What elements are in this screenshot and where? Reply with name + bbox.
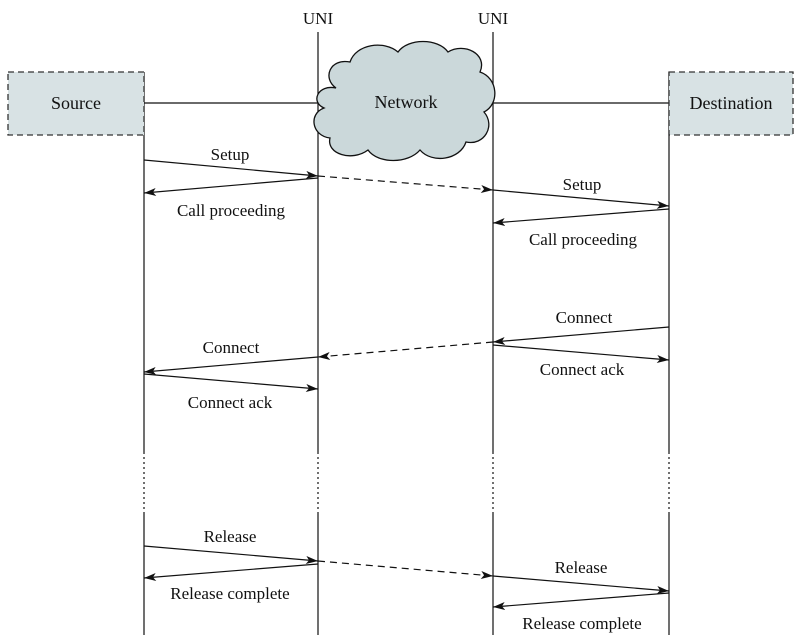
source-label: Source [51, 93, 101, 113]
msg-setup-1: Setup [211, 145, 250, 164]
msg-release-complete-1: Release complete [170, 584, 289, 603]
arrow-release-complete-2 [492, 592, 670, 611]
arrow-call-proceeding-2 [492, 208, 670, 227]
msg-call-proceeding-2: Call proceeding [529, 230, 638, 249]
msg-connect-ack-2: Connect ack [540, 360, 625, 379]
destination-label: Destination [690, 93, 773, 113]
arrow-connect-ack-2 [492, 344, 670, 363]
source-box [7, 71, 145, 136]
msg-connect-ack-1: Connect ack [188, 393, 273, 412]
arrow-connect-1 [143, 356, 319, 375]
arrow-setup-2 [492, 189, 670, 209]
arrow-call-proceeding-1 [143, 177, 319, 196]
arrow-setup-1 [143, 159, 319, 179]
arrow-connect-2 [492, 326, 670, 345]
arrow-release-1 [143, 545, 319, 564]
msg-connect-1: Connect [203, 338, 260, 357]
arrow-release-complete-1 [143, 563, 319, 582]
msg-connect-2: Connect [556, 308, 613, 327]
msg-release-2: Release [555, 558, 608, 577]
arrow-release-network [317, 560, 494, 579]
msg-release-1: Release [204, 527, 257, 546]
arrow-connect-network [317, 341, 494, 360]
msg-call-proceeding-1: Call proceeding [177, 201, 286, 220]
uni-label-right: UNI [478, 9, 509, 28]
destination-box [668, 71, 794, 136]
msg-setup-2: Setup [563, 175, 602, 194]
arrow-setup-network [317, 175, 494, 194]
uni-label-left: UNI [303, 9, 334, 28]
msg-release-complete-2: Release complete [522, 614, 641, 633]
arrow-release-2 [492, 575, 670, 594]
network-cloud [313, 40, 496, 162]
network-label: Network [375, 92, 438, 112]
arrow-connect-ack-1 [143, 373, 319, 392]
